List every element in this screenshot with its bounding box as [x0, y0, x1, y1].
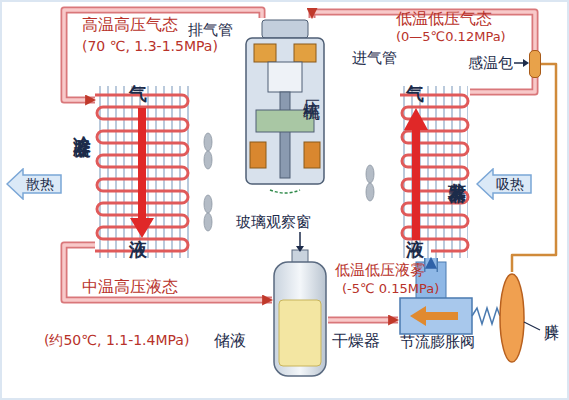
receiver-drier: 储液干燥器: [272, 262, 328, 378]
tank: [274, 262, 326, 376]
evaporator: 蒸发器 气液: [400, 84, 470, 258]
pipe-connector: [64, 245, 272, 300]
shaft: [280, 92, 290, 178]
pipe-connector: [328, 320, 398, 321]
motor-winding: [250, 142, 266, 168]
valve-plate: [294, 44, 316, 62]
annotation: 玻璃观察窗: [236, 214, 311, 231]
annotation: 低温低压液雾: [335, 262, 425, 279]
fan-blade: [204, 133, 212, 151]
valve-body: [400, 298, 472, 334]
heat-in-arrow: 吸热: [476, 168, 532, 200]
annotation: (70 ℃, 1.3-1.5MPa): [82, 38, 218, 54]
valve-plate: [254, 44, 276, 62]
condenser-coil: [95, 95, 188, 251]
receiver-drier: [274, 232, 326, 376]
evaporator-fins: [402, 86, 468, 258]
rotation-mark: [270, 190, 300, 193]
annotation: 排气管: [188, 22, 233, 39]
crankcase: [256, 110, 314, 132]
desiccant: [279, 300, 321, 366]
node-label: 气: [406, 84, 424, 105]
flow-arrow-head: [130, 218, 154, 238]
leader-head: [296, 246, 304, 252]
node-label: 冷凝器: [71, 122, 92, 128]
node-label: 压缩机: [302, 86, 322, 92]
node-label: 气: [129, 84, 147, 105]
pipe-fill: [64, 10, 262, 100]
node-label: 感温包: [468, 55, 513, 72]
spring: [472, 308, 500, 324]
arrow-shape: [477, 169, 531, 199]
pipe-connector: [512, 64, 556, 272]
pipe-fill: [328, 318, 398, 322]
condenser: 冷凝器气液: [95, 84, 190, 258]
compressor-cap: [262, 20, 308, 38]
condenser-fins: [97, 86, 189, 258]
diaphragm: [500, 274, 524, 362]
pipe-outline: [64, 245, 272, 300]
pipe-fill: [64, 245, 272, 300]
annotation: (约50℃, 1.1-1.4MPa): [44, 332, 189, 348]
compressor: 压缩机: [236, 18, 334, 188]
annotation: 进气管: [352, 50, 397, 67]
node-label: 液: [129, 240, 147, 261]
annotation: 低温低压气态: [396, 10, 492, 28]
pipe-outline: [328, 317, 398, 324]
pipe-connector: [64, 10, 262, 100]
fan-blade: [204, 151, 212, 169]
node-label: 节流膨胀阀: [400, 334, 475, 351]
node-label: 干燥器: [332, 332, 380, 350]
compressor-body: [246, 38, 324, 184]
valve-needle: [410, 306, 458, 326]
annotation: 高温高压气态: [82, 16, 178, 34]
capillary-tube: [512, 64, 556, 272]
annotation: (0—5℃0.12MPa): [396, 30, 506, 45]
fan-blade: [204, 195, 212, 213]
heat-out-arrow: 散热: [6, 168, 62, 200]
motor-winding: [304, 142, 320, 168]
fan-blade: [366, 165, 374, 183]
node-label: 吸热: [490, 168, 530, 200]
flow-arrow: [138, 108, 146, 220]
fan-blade: [204, 213, 212, 231]
node-label: 散热: [20, 168, 60, 200]
fan-blade: [366, 183, 374, 201]
leader-line: [524, 322, 540, 330]
node-label: 蒸发器: [446, 168, 467, 174]
piston: [268, 62, 302, 92]
pipe-outline: [64, 10, 262, 100]
pipe-connector: [431, 258, 432, 272]
flow-arrow-head: [404, 108, 428, 130]
pipe-outline: [424, 258, 438, 272]
evaporator-coil: [400, 95, 468, 251]
annotation: 膜片: [543, 312, 560, 316]
compressor: [246, 20, 324, 193]
annotation: 中温高压液态: [82, 278, 178, 296]
arrow-shape: [7, 169, 61, 199]
annotation: (-5℃ 0.15MPa): [342, 282, 439, 297]
flow-arrow: [412, 128, 420, 240]
node-label: 储液: [214, 332, 246, 350]
node-label: 液: [406, 240, 424, 261]
pipe-fill: [426, 258, 437, 272]
sensing-bulb: 感温包: [529, 50, 541, 78]
